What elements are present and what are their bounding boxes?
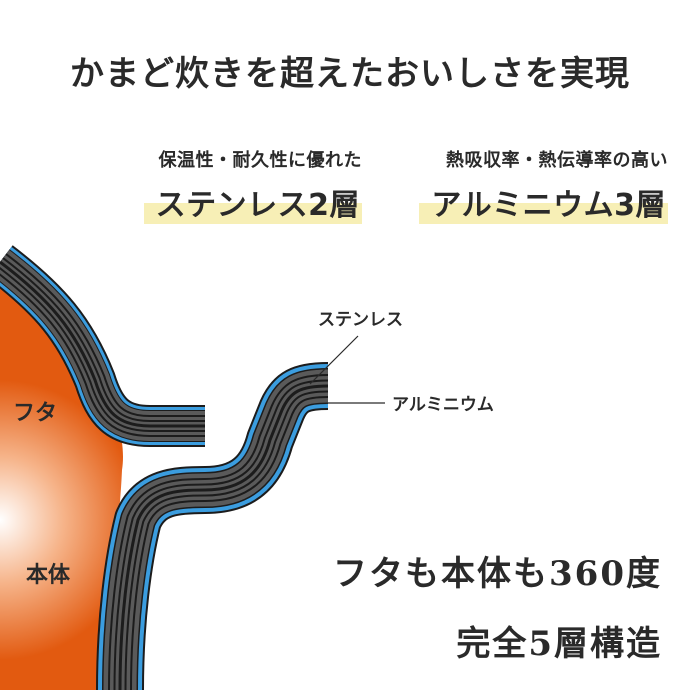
feature-stainless: 保温性・耐久性に優れた ステンレス2層	[143, 146, 362, 224]
body-layers	[96, 362, 329, 691]
label-body: 本体	[26, 563, 71, 588]
callout-line-stainless	[309, 335, 359, 385]
feature-title: ステンレス2層	[143, 180, 362, 224]
headline: かまど炊きを超えたおいしさを実現	[70, 54, 630, 94]
feature-aluminum: 熱吸収率・熱伝導率の高い アルミニウム3層	[419, 146, 668, 224]
callout-aluminum: アルミニウム	[392, 395, 494, 415]
lid-layers	[0, 245, 205, 447]
callout-stainless: ステンレス	[318, 310, 403, 330]
tagline-line-2: 完全5層構造	[456, 624, 662, 664]
feature-title: アルミニウム3層	[419, 180, 668, 224]
tagline-line-1: フタも本体も360度	[333, 554, 662, 594]
feature-caption: 熱吸収率・熱伝導率の高い	[446, 150, 668, 171]
label-lid: フタ	[13, 401, 57, 426]
feature-caption: 保温性・耐久性に優れた	[158, 150, 362, 171]
